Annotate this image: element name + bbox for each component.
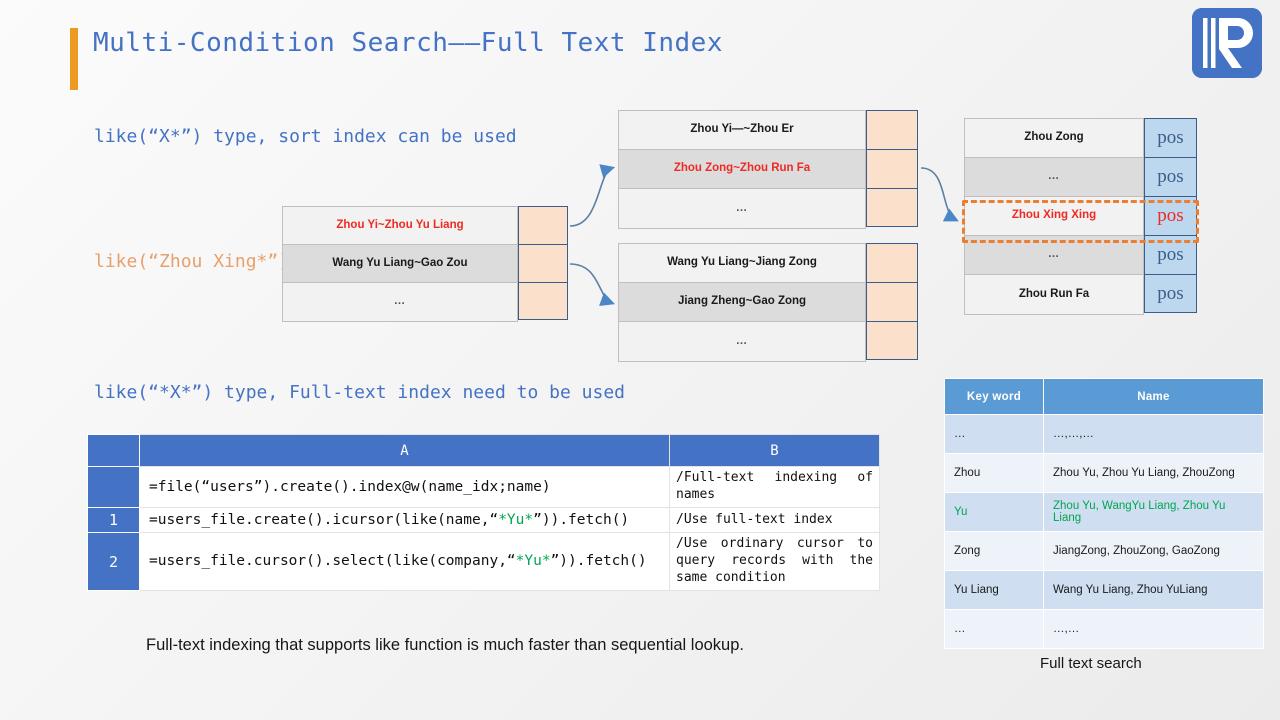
code-table: A B =file(“users”).create().index@w(name… xyxy=(87,434,880,591)
index-pointer-column xyxy=(518,206,568,322)
keyword-cell-name: Wang Yu Liang, Zhou YuLiang xyxy=(1043,570,1264,610)
code-cell-b: /Use ordinary cursor to query records wi… xyxy=(669,532,880,591)
index-row-key: Zhou Run Fa xyxy=(965,275,1143,314)
index-row-key: … xyxy=(619,189,865,228)
index-row-pos: pos xyxy=(1144,118,1197,157)
code-cell-b: /Full-text indexing of names xyxy=(669,466,880,508)
keyword-table-caption: Full text search xyxy=(1040,655,1142,672)
index-row-key: Jiang Zheng~Gao Zong xyxy=(619,283,865,322)
index-key-column: Zhou Zong…Zhou Xing Xing…Zhou Run Fa xyxy=(964,118,1144,315)
index-row-pointer xyxy=(518,244,568,282)
keyword-table-row: ……,… xyxy=(944,609,1264,649)
code-row-number xyxy=(87,466,140,508)
index-row-pointer xyxy=(866,321,918,360)
keyword-table-row: ……,…,… xyxy=(944,414,1264,454)
keyword-col-header-name: Name xyxy=(1043,378,1264,415)
index-row-key: Zhou Xing Xing xyxy=(965,197,1143,236)
code-col-header-blank xyxy=(87,434,140,467)
index-row-key: Zhou Zong~Zhou Run Fa xyxy=(619,150,865,189)
index-row-pointer xyxy=(866,282,918,321)
keyword-table-header-row: Key word Name xyxy=(944,378,1264,415)
keyword-cell-name: JiangZong, ZhouZong, GaoZong xyxy=(1043,531,1264,571)
index-row-key: Zhou Yi~Zhou Yu Liang xyxy=(283,207,517,245)
code-col-header-b: B xyxy=(669,434,880,467)
code-cell-a: =users_file.create().icursor(like(name,“… xyxy=(139,506,670,534)
index-row-key: … xyxy=(283,283,517,321)
keyword-cell-key: … xyxy=(944,609,1044,649)
code-cell-b: /Use full-text index xyxy=(669,506,880,534)
index-row-key: Zhou Yi—~Zhou Er xyxy=(619,111,865,150)
index-pointer-column xyxy=(866,110,918,229)
title-accent-bar xyxy=(70,28,78,90)
index-row-key: … xyxy=(965,236,1143,275)
index-row-key: Wang Yu Liang~Gao Zou xyxy=(283,245,517,283)
code-col-header-a: A xyxy=(139,434,670,467)
index-row-pointer xyxy=(866,188,918,227)
keyword-cell-name: Zhou Yu, Zhou Yu Liang, ZhouZong xyxy=(1043,453,1264,493)
code-cell-a: =file(“users”).create().index@w(name_idx… xyxy=(139,466,670,508)
code-table-header-row: A B xyxy=(87,434,880,467)
keyword-cell-name: …,… xyxy=(1043,609,1264,649)
index-row-pos: pos xyxy=(1144,196,1197,235)
index-row-pointer xyxy=(518,282,568,320)
index-row-pointer xyxy=(518,206,568,244)
keyword-cell-key: Yu xyxy=(944,492,1044,532)
keyword-cell-name: Zhou Yu, WangYu Liang, Zhou Yu Liang xyxy=(1043,492,1264,532)
index-row-pointer xyxy=(866,243,918,282)
code-table-row: 2=users_file.cursor().select(like(compan… xyxy=(87,532,880,591)
index-row-pos: pos xyxy=(1144,157,1197,196)
index-row-pos: pos xyxy=(1144,274,1197,313)
code-table-body: =file(“users”).create().index@w(name_idx… xyxy=(87,466,880,591)
index-table-right-positions: Zhou Zong…Zhou Xing Xing…Zhou Run Fa pos… xyxy=(964,118,1197,315)
code-cell-a: =users_file.cursor().select(like(company… xyxy=(139,532,670,591)
keyword-cell-key: … xyxy=(944,414,1044,454)
code-table-row: 1=users_file.create().icursor(like(name,… xyxy=(87,506,880,534)
code-row-number: 1 xyxy=(87,506,140,534)
index-pointer-column xyxy=(866,243,918,362)
index-row-key: Wang Yu Liang~Jiang Zong xyxy=(619,244,865,283)
index-row-pointer xyxy=(866,110,918,149)
heading-sort-index: like(“X*”) type, sort index can be used xyxy=(94,126,517,147)
index-row-pos: pos xyxy=(1144,235,1197,274)
company-logo-icon xyxy=(1192,8,1262,78)
index-row-key: … xyxy=(965,158,1143,197)
index-row-key: Zhou Zong xyxy=(965,119,1143,158)
heading-fulltext-index: like(“*X*”) type, Full-text index need t… xyxy=(94,382,626,403)
keyword-cell-name: …,…,… xyxy=(1043,414,1264,454)
page-title: Multi-Condition Search——Full Text Index xyxy=(93,28,723,58)
keyword-col-header-keyword: Key word xyxy=(944,378,1044,415)
bottom-note: Full-text indexing that supports like fu… xyxy=(146,636,744,654)
code-row-number: 2 xyxy=(87,532,140,591)
heading-like-zhou-xing: like(“Zhou Xing*”) xyxy=(94,251,290,272)
code-table-row: =file(“users”).create().index@w(name_idx… xyxy=(87,466,880,508)
keyword-cell-key: Zong xyxy=(944,531,1044,571)
keyword-cell-key: Yu Liang xyxy=(944,570,1044,610)
index-row-pointer xyxy=(866,149,918,188)
keyword-cell-key: Zhou xyxy=(944,453,1044,493)
index-row-key: … xyxy=(619,322,865,361)
